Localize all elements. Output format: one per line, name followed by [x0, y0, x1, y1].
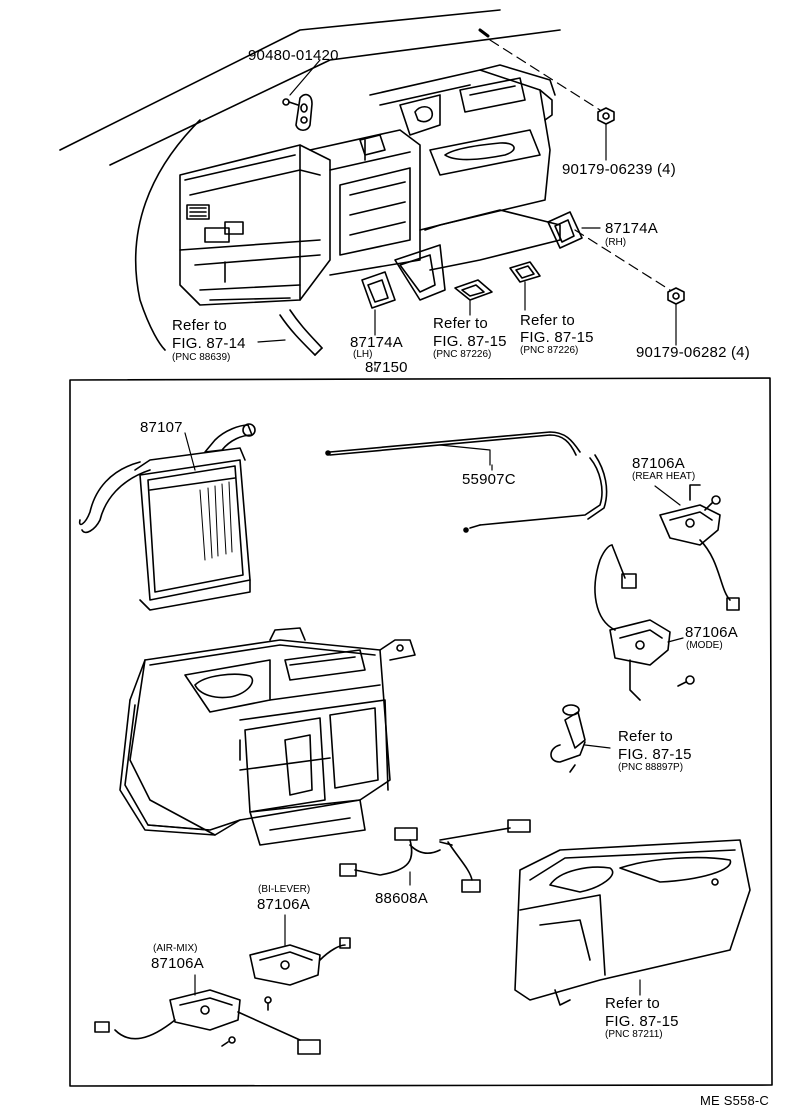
water-valve [550, 704, 586, 773]
part-number-87106a-rear-heat: 87106A [632, 455, 685, 472]
wire-harness-88608a [339, 819, 531, 893]
servo-motor-rear-heat [659, 484, 740, 611]
heater-unit-87150 [119, 627, 416, 846]
part-number-55907c: 55907C [462, 471, 516, 488]
label-bi-lever: (BI-LEVER) [258, 884, 311, 895]
refer-to-fig-87-15-valve-line1: Refer to [618, 728, 673, 745]
exploded-view-frame [69, 377, 773, 1087]
leader-lines-lower [184, 361, 684, 996]
label-air-mix: (AIR-MIX) [153, 943, 198, 954]
refer-to-fig-87-15-duct-pnc: (PNC 87211) [605, 1029, 663, 1040]
part-number-87174a-lh: 87174A [350, 334, 403, 351]
refer-to-fig-87-15-valve-line2: FIG. 87-15 [618, 746, 692, 763]
refer-to-fig-87-15-clip-2-pnc: (PNC 87226) [520, 345, 579, 356]
part-number-90179-06239: 90179-06239 (4) [562, 161, 676, 178]
leader-lines-upper [257, 39, 677, 346]
part-number-90179-06282: 90179-06282 (4) [636, 344, 750, 361]
refer-to-fig-87-15-clip-1-line2: FIG. 87-15 [433, 333, 507, 350]
part-number-87106a-bi-lever: 87106A [257, 896, 310, 913]
control-cable-55907c [325, 431, 608, 533]
part-number-87150: 87150 [365, 359, 408, 376]
refer-to-fig-87-14-pnc: (PNC 88639) [172, 352, 231, 363]
servo-motor-bi-lever [249, 937, 351, 1011]
refer-to-fig-87-15-clip-2-line2: FIG. 87-15 [520, 329, 594, 346]
servo-motor-air-mix [94, 989, 321, 1055]
part-number-90480-01420: 90480-01420 [248, 47, 339, 64]
label-rh: (RH) [605, 237, 627, 248]
refer-to-fig-87-15-duct-line2: FIG. 87-15 [605, 1013, 679, 1030]
heater-core-87107 [78, 423, 256, 611]
part-number-87174a-rh: 87174A [605, 220, 658, 237]
upper-heater-assembly [179, 64, 685, 356]
refer-to-fig-87-15-clip-2-line1: Refer to [520, 312, 575, 329]
label-lh: (LH) [353, 349, 373, 360]
servo-motor-mode [594, 544, 695, 701]
dashboard-outline [59, 9, 561, 351]
refer-to-fig-87-15-duct-line1: Refer to [605, 995, 660, 1012]
air-duct-87211 [514, 839, 751, 1006]
label-rear-heat: (REAR HEAT) [632, 471, 696, 482]
refer-to-fig-87-15-valve-pnc: (PNC 88897P) [618, 762, 684, 773]
refer-to-fig-87-14-line1: Refer to [172, 317, 227, 334]
part-number-87106a-air-mix: 87106A [151, 955, 204, 972]
refer-to-fig-87-15-clip-1-pnc: (PNC 87226) [433, 349, 492, 360]
label-mode: (MODE) [686, 640, 723, 651]
part-number-87107: 87107 [140, 419, 183, 436]
figure-code: ME S558-C [700, 1093, 769, 1108]
refer-to-fig-87-14-line2: FIG. 87-14 [172, 335, 246, 352]
part-number-87106a-mode: 87106A [685, 624, 738, 641]
refer-to-fig-87-15-clip-1-line1: Refer to [433, 315, 488, 332]
part-number-88608a: 88608A [375, 890, 428, 907]
